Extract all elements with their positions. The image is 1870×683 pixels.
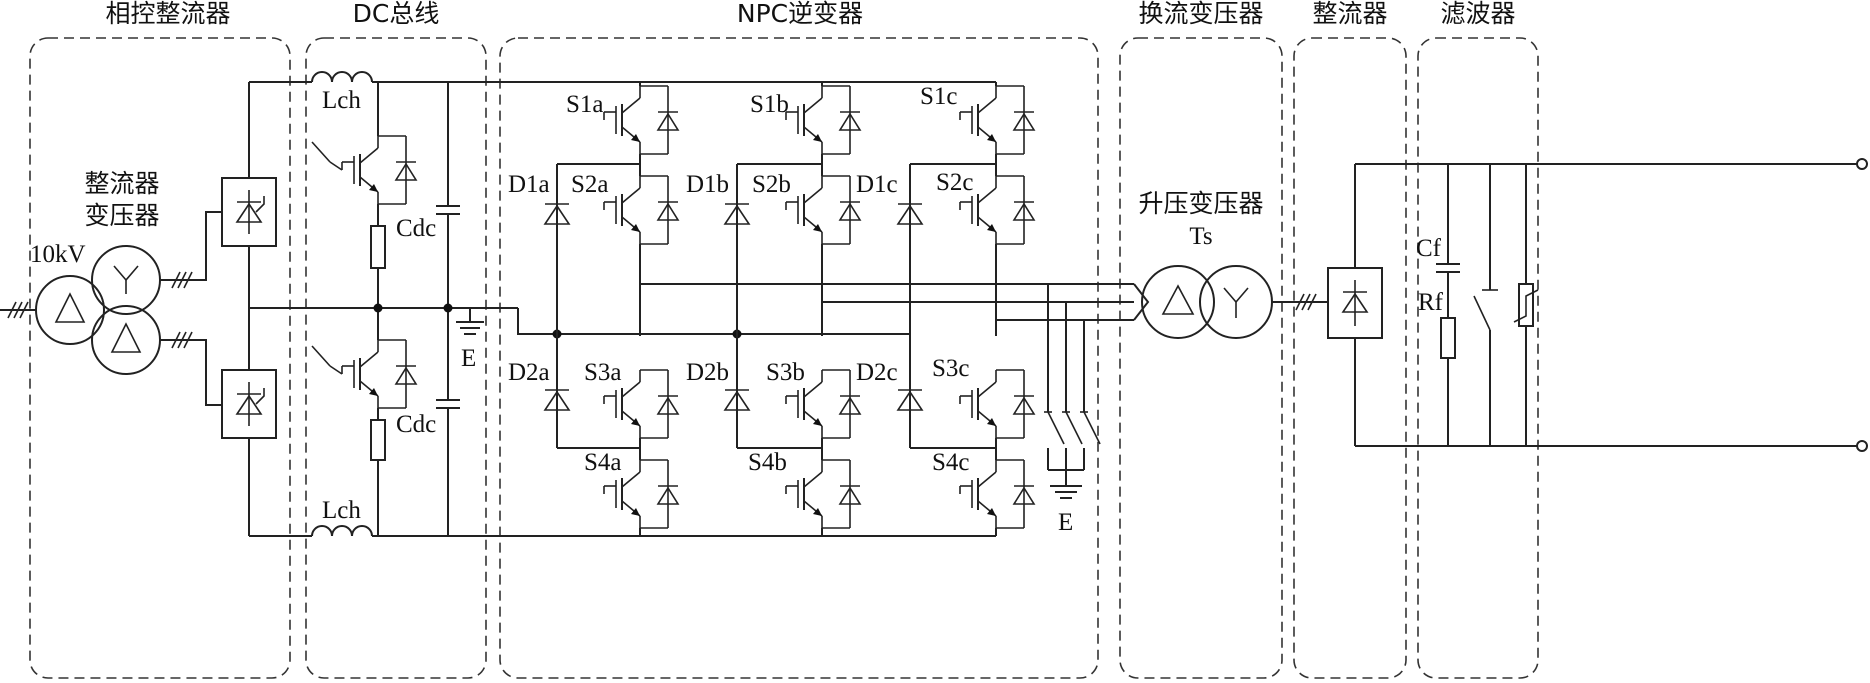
switch-label-S3a: S3a (584, 359, 622, 386)
box-converter-transformer (1119, 37, 1283, 679)
output-terminal-positive (1856, 158, 1868, 170)
diode-label-D1b: D1b (686, 171, 729, 198)
section-title-converter-transformer: 换流变压器 (1138, 0, 1263, 28)
output-rectifier (1327, 158, 1868, 452)
rectifier-transformer: 整流器 变压器 10kV (0, 169, 222, 406)
diode-label-D2a: D2a (508, 359, 550, 386)
output-terminal-negative (1856, 440, 1868, 452)
box-phase-controlled-rectifier (29, 37, 291, 679)
section-boxes (29, 37, 1539, 679)
rectifier-transformer-label-line1: 整流器 (84, 169, 159, 198)
resistor-bottom (370, 419, 386, 461)
boost-transformer-label-line1: 升压变压器 (1138, 189, 1263, 218)
inductor-top-label: Lch (322, 87, 361, 114)
switch-label-S1c: S1c (920, 83, 958, 110)
box-dc-bus (305, 37, 487, 679)
diode-label-D1c: D1c (856, 171, 898, 198)
diode-label-D1a: D1a (508, 171, 550, 198)
switch-label-S3b: S3b (766, 359, 805, 386)
switch-label-S4a: S4a (584, 449, 622, 476)
primary-winding (35, 275, 105, 345)
switch-label-S4b: S4b (748, 449, 787, 476)
filter-cap-label: Cf (1416, 235, 1442, 262)
switch-label-S2a: S2a (571, 171, 609, 198)
switch-label-S2b: S2b (752, 171, 791, 198)
boost-transformer: 升压变压器 Ts (1133, 189, 1328, 339)
secondary-winding-delta (91, 305, 161, 375)
section-title-npc-inverter: NPC逆变器 (737, 0, 863, 28)
section-title-rectifier: 整流器 (1312, 0, 1387, 28)
inductor-top (311, 71, 373, 83)
npc-inverter: S1a S2a S3a S4a S1b S2b S3b S4b S1c S2c … (508, 82, 1134, 536)
section-titles: 相控整流器 DC总线 NPC逆变器 换流变压器 整流器 滤波器 (105, 0, 1515, 28)
output-filter: Cf Rf (1416, 164, 1539, 446)
box-npc-inverter (499, 37, 1099, 679)
dc-bus-components: Lch Lch Cdc Cdc E (311, 71, 484, 537)
box-filter (1417, 37, 1539, 679)
cap-bottom-label: Cdc (396, 411, 436, 438)
switch-label-S4c: S4c (932, 449, 970, 476)
output-ground-label: E (1058, 509, 1073, 536)
diode-label-D2b: D2b (686, 359, 729, 386)
input-voltage-label: 10kV (30, 241, 86, 268)
section-title-phase-controlled-rectifier: 相控整流器 (105, 0, 230, 28)
resistor-top (370, 225, 386, 269)
box-rectifier (1293, 37, 1407, 679)
inductor-bottom-label: Lch (322, 497, 361, 524)
section-title-filter: 滤波器 (1440, 0, 1515, 28)
diode-label-D2c: D2c (856, 359, 898, 386)
rectifier-transformer-label-line2: 变压器 (84, 201, 159, 230)
filter-res-label: Rf (1418, 289, 1444, 316)
switch-label-S1a: S1a (566, 91, 604, 118)
section-title-dc-bus: DC总线 (353, 0, 440, 28)
switch-label-S1b: S1b (750, 91, 789, 118)
boost-transformer-label-line2: Ts (1189, 223, 1212, 250)
switch-label-S2c: S2c (936, 169, 974, 196)
inductor-bottom (311, 525, 373, 537)
boost-transformer-delta (1141, 265, 1215, 339)
cap-top-label: Cdc (396, 215, 436, 242)
filter-resistor (1440, 317, 1456, 359)
grounding-switches: E (1044, 284, 1101, 536)
switch-label-S3c: S3c (932, 355, 970, 382)
bus-wiring (248, 81, 996, 537)
dc-bus-ground-label: E (461, 345, 476, 372)
